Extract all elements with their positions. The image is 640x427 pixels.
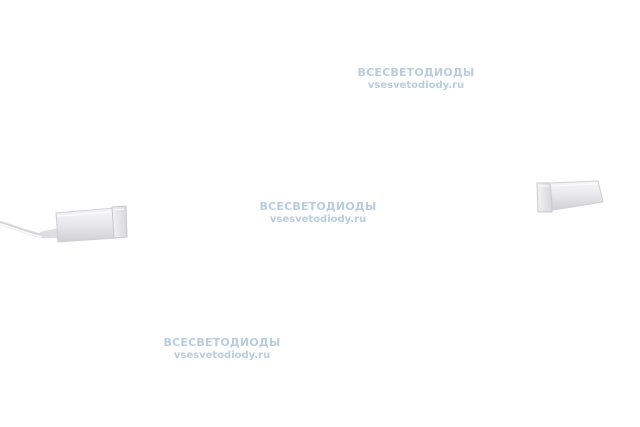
watermark-bottom: ВСЕСВЕТОДИОДЫ vsesvetodiody.ru	[160, 336, 284, 362]
watermark-brand: ВСЕСВЕТОДИОДЫ	[259, 200, 377, 213]
watermark-brand: ВСЕСВЕТОДИОДЫ	[163, 336, 281, 349]
watermark-site: vsesvetodiody.ru	[173, 350, 271, 361]
watermark-site: vsesvetodiody.ru	[367, 80, 465, 91]
connector-with-cable	[55, 205, 128, 243]
watermark-brand: ВСЕСВЕТОДИОДЫ	[357, 66, 475, 79]
watermark-center: ВСЕСВЕТОДИОДЫ vsesvetodiody.ru	[256, 200, 380, 226]
watermark-site: vsesvetodiody.ru	[269, 214, 367, 225]
end-cap	[536, 180, 604, 213]
watermark-top: ВСЕСВЕТОДИОДЫ vsesvetodiody.ru	[354, 66, 478, 92]
